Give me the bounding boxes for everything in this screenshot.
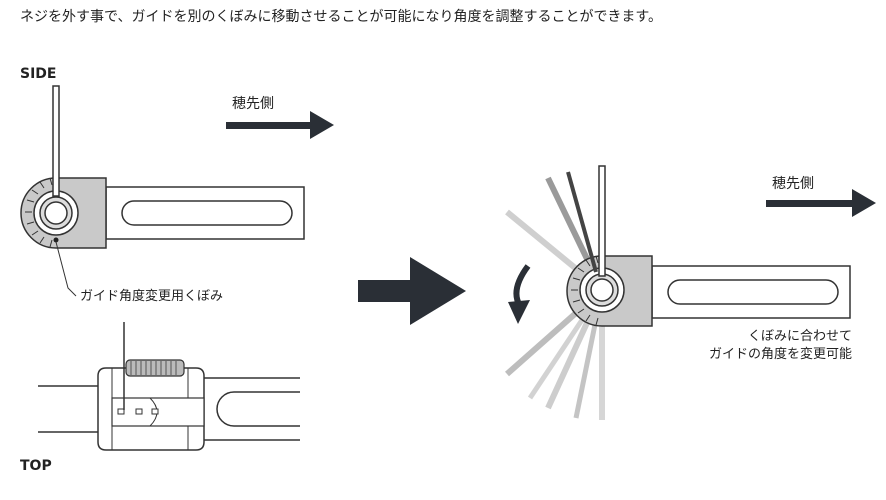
- top-knurled-wheel: [125, 359, 185, 377]
- top-view-title: TOP: [20, 458, 52, 474]
- adjusted-direction-arrow: [766, 189, 876, 217]
- caption-text: ネジを外す事で、ガイドを別のくぼみに移動させることが可能になり角度を調整すること…: [20, 9, 663, 25]
- adjusted-view: 穂先側 くぼみに合わせて ガイドの角度を変更可能: [505, 165, 876, 420]
- adjusted-guide-head: [566, 255, 653, 327]
- transition-arrow: [358, 257, 466, 325]
- adjusted-tilted-rod: [566, 171, 598, 273]
- side-view-title: SIDE: [20, 66, 56, 82]
- side-slot-arm: [105, 186, 305, 240]
- adjusted-note-line2: ガイドの角度を変更可能: [709, 346, 852, 362]
- side-guide-head: [20, 177, 107, 249]
- side-direction-label: 穂先側: [232, 96, 274, 112]
- side-notch-leader: [55, 241, 77, 297]
- adjusted-slot-arm: [651, 265, 851, 319]
- side-notch-dot: [53, 237, 59, 243]
- adjusted-guide-rod: [598, 165, 606, 277]
- side-direction-arrow: [226, 111, 334, 139]
- side-guide-rod: [52, 85, 60, 197]
- rotation-arrow: [508, 264, 531, 324]
- side-notch-label: ガイド角度変更用くぼみ: [80, 288, 223, 304]
- top-view: TOP: [20, 322, 300, 474]
- adjusted-direction-label: 穂先側: [772, 176, 814, 192]
- side-view: SIDE 穂先側: [20, 66, 334, 304]
- adjusted-note-line1: くぼみに合わせて: [748, 329, 852, 344]
